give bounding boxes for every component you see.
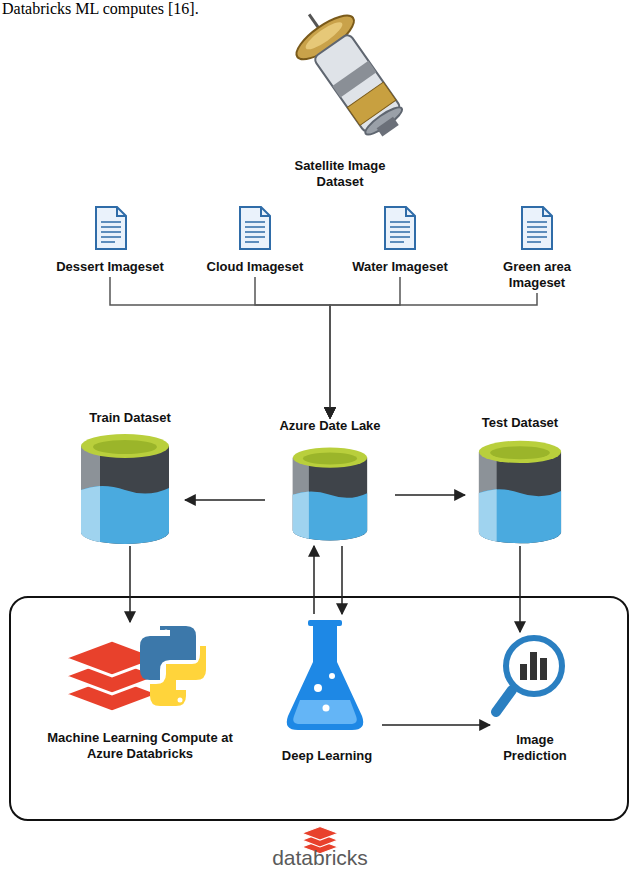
node-label: Test Dataset [482,415,558,431]
magnifier-chart-icon [496,638,562,712]
icon-space [327,614,328,748]
node-label: Cloud Imageset [207,259,304,275]
icon-space [255,203,256,259]
merge-bracket-arrow [330,277,400,418]
node-label: Dessert Imageset [56,259,164,275]
icon-space [520,431,521,546]
icon-space [400,203,401,259]
flow-arrow [382,724,490,726]
flow-arrow [395,494,465,496]
flow-arrow [313,546,315,614]
database-cylinder [81,434,169,544]
node-label: Image Prediction [495,732,575,764]
python-logo [140,626,206,706]
icon-space [110,203,111,259]
imageset-doc: Cloud Imageset [190,203,320,275]
icon-space [130,426,131,546]
prediction-node: Image Prediction [490,632,580,764]
node-label: Satellite Image Dataset [280,158,400,190]
icon-space [535,632,536,732]
document-icon [522,207,552,249]
merge-bracket-arrow [110,277,330,418]
node-label: Green area Imageset [492,259,582,291]
database-cylinder [479,441,561,544]
document-icon [240,207,270,249]
flow-arrow [519,546,521,632]
group-frame [10,597,628,820]
node-label: Water Imageset [352,259,448,275]
node-label: Train Dataset [89,410,171,426]
deep-learning-node: Deep Learning [272,614,382,764]
flask-icon [287,620,364,730]
node-label: Deep Learning [282,748,372,764]
satellite-source: Satellite Image Dataset [255,8,425,190]
data-lake-cylinder: Azure Date Lake [265,418,395,546]
satellite-icon [281,0,418,150]
dataset-cylinder: Train Dataset [75,410,185,546]
document-icon [96,207,126,249]
node-label: Azure Date Lake [279,418,380,434]
database-cylinder [293,448,367,541]
cut-off-caption: Databricks ML computes [16]. [2,0,322,18]
dataset-cylinder: Test Dataset [465,415,575,546]
merge-bracket-arrow [255,277,330,418]
compute-node: Machine Learning Compute at Azure Databr… [15,622,265,762]
flow-arrow [185,499,265,501]
icon-space [537,203,538,259]
icon-space [330,434,331,546]
icon-space [140,622,141,730]
node-label: Machine Learning Compute at Azure Databr… [33,730,248,762]
flow-arrow [341,546,343,614]
imageset-doc: Green area Imageset [482,203,592,291]
imageset-doc: Dessert Imageset [35,203,185,275]
flow-arrow [129,546,131,622]
merge-bracket-arrow [330,293,537,418]
imageset-doc: Water Imageset [330,203,470,275]
logo-wordmark: databricks [250,846,390,870]
icon-space [340,8,341,158]
document-icon [385,207,415,249]
